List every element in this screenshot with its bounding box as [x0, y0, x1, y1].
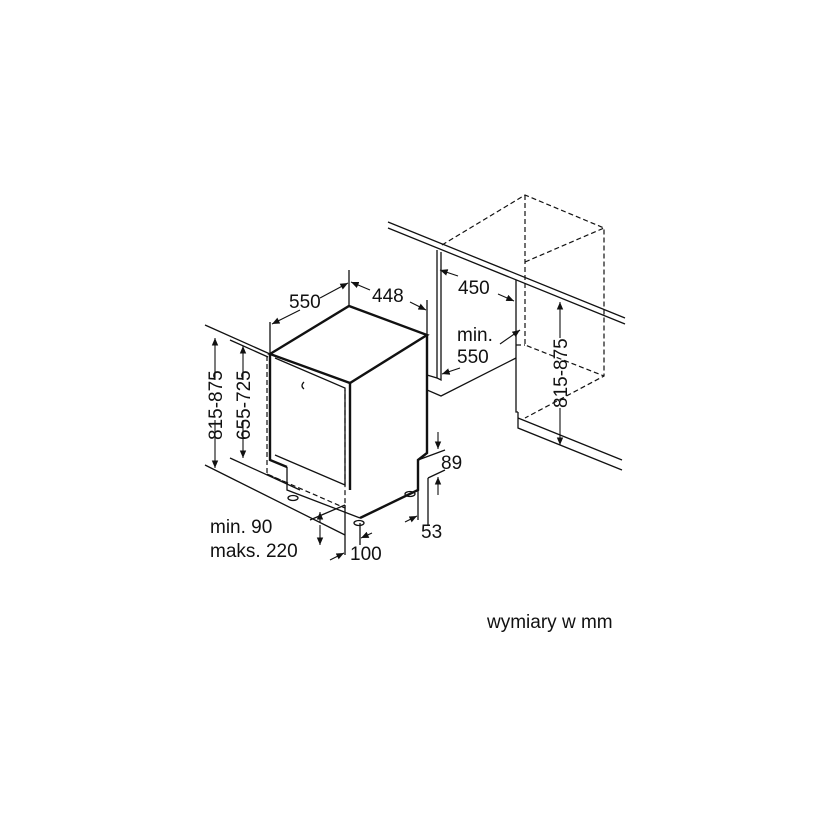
depth-label: 550: [289, 292, 321, 313]
niche-width-label: 450: [458, 278, 490, 299]
door-outline: [266, 356, 346, 509]
plinth-bottom-label: 53: [421, 522, 442, 543]
foot-offset-label: 100: [350, 544, 382, 565]
plinth-top-label: 89: [441, 453, 462, 474]
niche-depth-min-label: min.: [457, 325, 493, 346]
door-handle-icon: [301, 381, 305, 390]
plinth-max-label: maks. 220: [210, 541, 298, 562]
width-label: 448: [372, 286, 404, 307]
niche-depth-value-label: 550: [457, 347, 489, 368]
total-height-label: 815-875: [206, 370, 227, 440]
dimension-lines-left: [204, 270, 446, 561]
niche-height-label: 815-875: [551, 338, 572, 408]
plinth-min-label: min. 90: [210, 517, 272, 538]
dishwasher-body: [267, 304, 430, 527]
units-note: wymiary w mm: [486, 612, 613, 633]
foot-icon: [404, 490, 416, 498]
door-height-label: 655-725: [234, 370, 255, 440]
foot-icon: [287, 494, 299, 502]
cabinet-niche: [387, 194, 626, 471]
foot-icon: [353, 519, 365, 527]
